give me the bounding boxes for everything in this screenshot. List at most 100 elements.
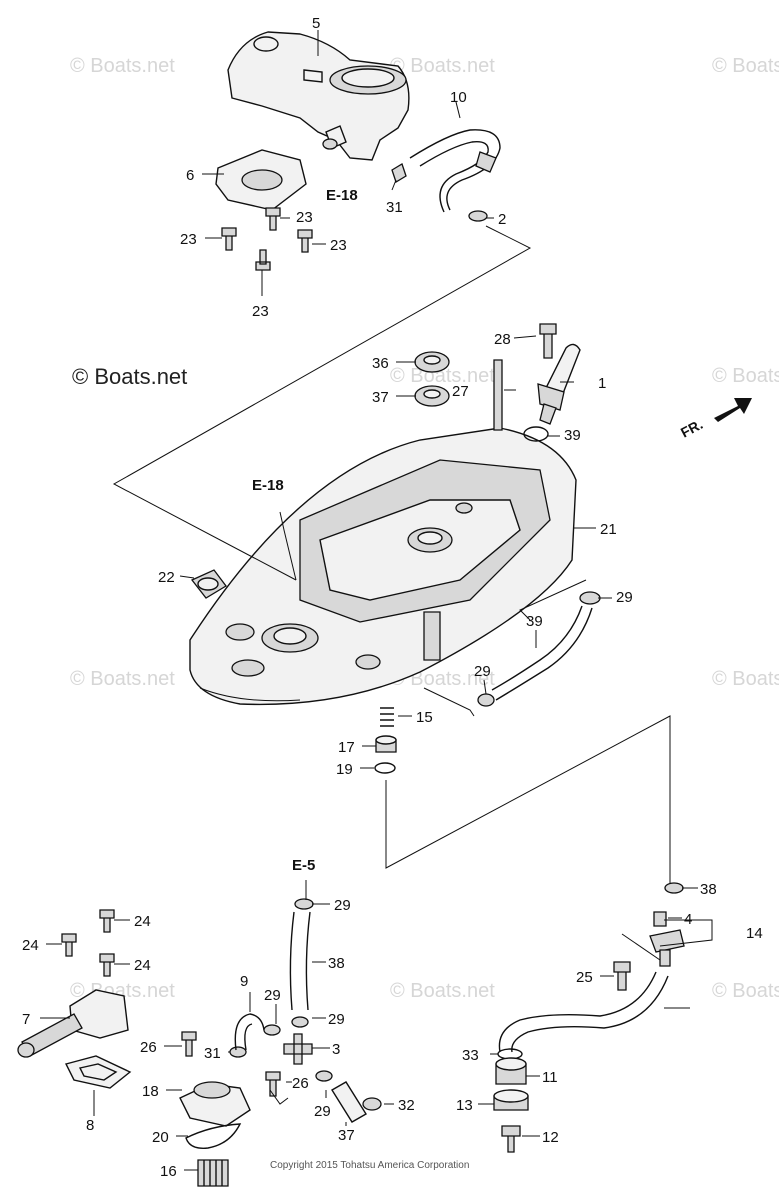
part-22-grommet xyxy=(190,569,227,599)
part-39-hose xyxy=(491,605,593,701)
part-37-hose xyxy=(331,1081,367,1123)
callout-33: 37 xyxy=(372,389,389,406)
callout-27: 27 xyxy=(452,383,469,400)
callout-18: 18 xyxy=(142,1083,159,1100)
callout-26: 26 xyxy=(140,1039,157,1056)
callout-31: 32 xyxy=(398,1097,415,1114)
part-24-bolts xyxy=(61,909,115,977)
callout-19: 19 xyxy=(336,761,353,778)
part-7-flushing-fitting xyxy=(17,989,129,1058)
callout-14: 14 xyxy=(746,925,763,942)
callout-23: 23 xyxy=(330,237,347,254)
callout-26: 26 xyxy=(292,1075,309,1092)
part-35-o-ring xyxy=(523,426,549,442)
callout-37: 37 xyxy=(338,1127,355,1144)
part-33-oil-seal xyxy=(414,351,450,407)
callout-29: 29 xyxy=(264,987,281,1004)
part-34-washer xyxy=(664,882,684,894)
callout-3: 3 xyxy=(332,1041,340,1058)
callout-15: 15 xyxy=(416,709,433,726)
callout-30: 31 xyxy=(386,199,403,216)
callout-29: 29 xyxy=(334,897,351,914)
part-16-strainer xyxy=(197,1159,229,1187)
front-arrow-icon xyxy=(714,398,752,422)
callout-13: 13 xyxy=(456,1097,473,1114)
watermark: © Boats.net xyxy=(712,55,779,77)
ref-e-18-middle: E-18 xyxy=(252,477,284,494)
callout-2: 2 xyxy=(498,211,506,228)
part-20-o-ring xyxy=(185,1123,242,1149)
part-27-stud-bolt xyxy=(493,359,503,431)
callout-31: 31 xyxy=(204,1045,221,1062)
callout-24: 24 xyxy=(134,913,151,930)
callout-10: 10 xyxy=(450,89,467,106)
callout-1: 1 xyxy=(598,375,606,392)
watermark: © Boats.net xyxy=(712,668,779,690)
copyright-notice: Copyright 2015 Tohatsu America Corporati… xyxy=(270,1160,469,1171)
watermark: © Boats.net xyxy=(70,55,175,77)
part-3-tee-joint xyxy=(283,1033,313,1065)
part-6-gasket xyxy=(215,149,307,211)
part-28-bolt xyxy=(539,323,557,359)
part-26-bolt xyxy=(181,1031,281,1097)
part-2-clamp xyxy=(468,210,488,222)
callout-35: 39 xyxy=(564,427,581,444)
callout-16: 16 xyxy=(160,1163,177,1180)
watermark: © Boats.net xyxy=(390,365,495,387)
part-29-clamp xyxy=(477,591,601,707)
part-38-hose xyxy=(289,911,311,1011)
callout-38: 38 xyxy=(328,955,345,972)
part-15-spring xyxy=(380,707,394,727)
callout-9: 9 xyxy=(240,973,248,990)
callout-24: 24 xyxy=(22,937,39,954)
callout-29: 29 xyxy=(314,1103,331,1120)
part-8-gasket xyxy=(64,1055,132,1089)
callout-20: 20 xyxy=(152,1129,169,1146)
callout-29: 29 xyxy=(616,589,633,606)
part-13-bushing xyxy=(493,1089,529,1111)
callout-32: 33 xyxy=(462,1047,479,1064)
part-14-assembly xyxy=(649,929,685,967)
part-17-drain-plug xyxy=(375,735,397,753)
callout-22: 22 xyxy=(158,569,175,586)
callout-7: 7 xyxy=(22,1011,30,1028)
part-21-adapter xyxy=(189,427,577,706)
callout-11: 11 xyxy=(542,1069,558,1086)
watermarks: © Boats.net © Boats.net © Boats.net © Bo… xyxy=(70,55,779,1002)
watermark: © Boats.net xyxy=(712,365,779,387)
callout-6: 6 xyxy=(186,167,194,184)
part-23-bolts xyxy=(221,207,313,271)
watermark: © Boats.net xyxy=(390,980,495,1002)
callout-23: 23 xyxy=(296,209,313,226)
leader-lines xyxy=(40,30,713,1171)
callout-4: 4 xyxy=(684,911,692,928)
callout-23: 23 xyxy=(180,231,197,248)
part-30-clip xyxy=(391,163,407,183)
callout-25: 25 xyxy=(576,969,593,986)
watermark: © Boats.net xyxy=(390,55,495,77)
part-1-water-pipe xyxy=(537,343,581,425)
callout-33: 36 xyxy=(372,355,389,372)
brand-logo: © Boats.net xyxy=(72,364,187,389)
part-25-bolt xyxy=(613,961,631,991)
ref-e-18-top: E-18 xyxy=(326,187,358,204)
part-19-washer xyxy=(374,762,396,774)
part-10-hose xyxy=(409,129,501,213)
callout-29: 29 xyxy=(328,1011,345,1028)
ref-e-5: E-5 xyxy=(292,857,315,874)
callout-21: 21 xyxy=(600,521,617,538)
callouts: 5 6 10 E-18 31 2 23 23 23 23 28 1 36 37 … xyxy=(22,15,763,1180)
callout-5: 5 xyxy=(312,15,320,32)
callout-34: 38 xyxy=(700,881,717,898)
part-5-housing xyxy=(227,31,410,161)
callout-39: 39 xyxy=(526,613,543,630)
watermark: © Boats.net xyxy=(70,668,175,690)
callout-28: 28 xyxy=(494,331,511,348)
callout-29: 29 xyxy=(474,663,491,680)
callout-12: 12 xyxy=(542,1129,559,1146)
direction-label: FR. xyxy=(678,416,705,441)
callout-8: 8 xyxy=(86,1117,94,1134)
callout-17: 17 xyxy=(338,739,355,756)
callout-24: 24 xyxy=(134,957,151,974)
